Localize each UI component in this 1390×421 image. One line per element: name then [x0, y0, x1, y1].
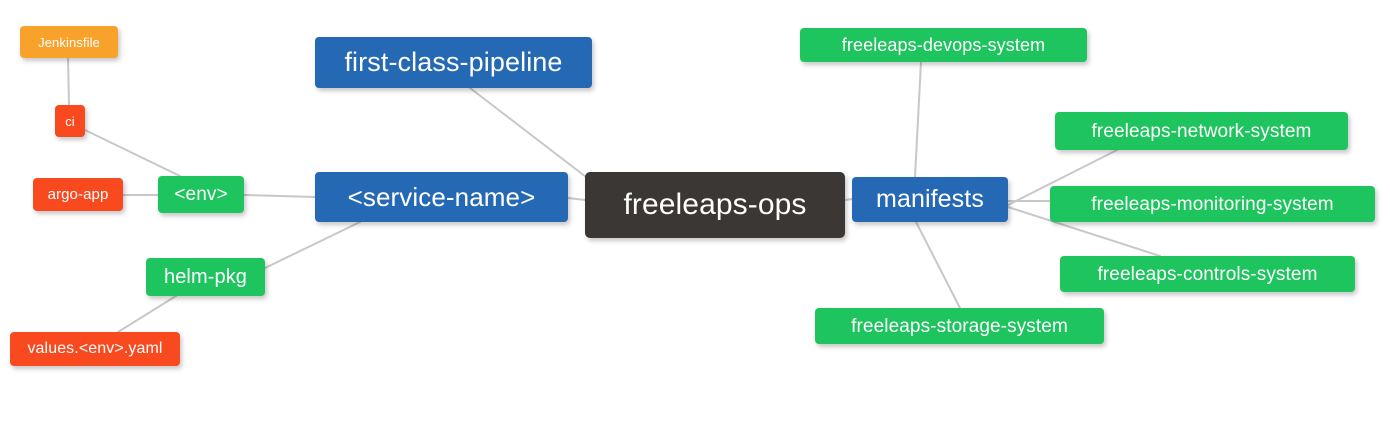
- edge-service-name-to-helm-pkg: [264, 221, 361, 269]
- edge-freeleaps-ops-to-manifests: [844, 198, 853, 201]
- mindmap-node-network-system[interactable]: freeleaps-network-system: [1055, 112, 1348, 150]
- mindmap-node-manifests[interactable]: manifests: [852, 177, 1008, 222]
- mindmap-node-helm-pkg[interactable]: helm-pkg: [146, 258, 265, 296]
- mindmap-node-devops-system[interactable]: freeleaps-devops-system: [800, 28, 1087, 62]
- mindmap-node-env[interactable]: <env>: [158, 176, 244, 213]
- mindmap-node-ci[interactable]: ci: [55, 105, 85, 137]
- mindmap-node-first-class-pipeline[interactable]: first-class-pipeline: [315, 37, 592, 88]
- mindmap-node-monitoring-system[interactable]: freeleaps-monitoring-system: [1050, 186, 1375, 222]
- edge-helm-pkg-to-values-yaml: [117, 295, 177, 333]
- edge-freeleaps-ops-to-service-name: [567, 197, 586, 201]
- mindmap-node-controls-system[interactable]: freeleaps-controls-system: [1060, 256, 1355, 292]
- mindmap-node-storage-system[interactable]: freeleaps-storage-system: [815, 308, 1104, 344]
- edge-manifests-to-storage-system: [915, 221, 961, 309]
- edge-service-name-to-env: [243, 194, 316, 198]
- mindmap-node-values-yaml[interactable]: values.<env>.yaml: [10, 332, 180, 366]
- mindmap-node-freeleaps-ops[interactable]: freeleaps-ops: [585, 172, 845, 238]
- mindmap-node-service-name[interactable]: <service-name>: [315, 172, 568, 222]
- mindmap-node-jenkinsfile[interactable]: Jenkinsfile: [20, 26, 118, 58]
- edge-ci-to-jenkinsfile: [67, 57, 70, 106]
- edge-manifests-to-devops-system: [914, 61, 922, 178]
- edge-env-to-ci: [84, 129, 181, 177]
- mindmap-node-argo-app[interactable]: argo-app: [33, 178, 123, 211]
- edge-freeleaps-ops-to-first-class-pipeline: [469, 87, 591, 181]
